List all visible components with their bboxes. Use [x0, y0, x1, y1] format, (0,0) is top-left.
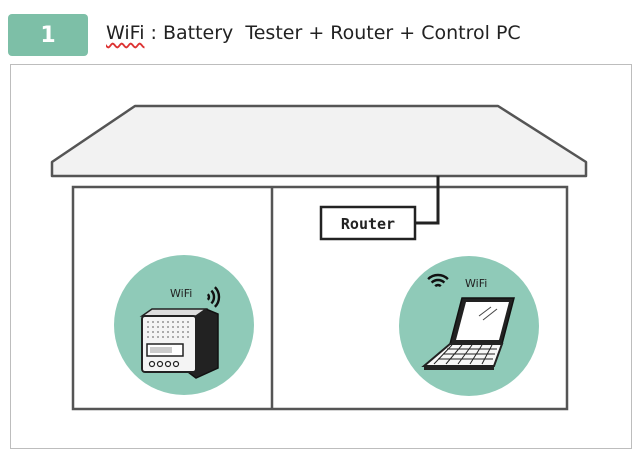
wifi-icon [427, 273, 449, 288]
router-cable [415, 176, 440, 225]
page-title: WiFi : Battery Tester + Router + Control… [106, 22, 521, 44]
title-wifi-word: WiFi [106, 22, 145, 44]
step-badge: 1 [8, 14, 88, 56]
router-label: Router [341, 215, 395, 233]
wifi-icon [206, 286, 221, 308]
house-roof [50, 104, 588, 178]
laptop-icon [421, 297, 515, 370]
diagram-frame [10, 64, 632, 449]
router-box: Router [319, 205, 417, 241]
tester-wifi-label: WiFi [170, 287, 192, 300]
step-number: 1 [40, 22, 56, 48]
battery-tester-icon [139, 308, 219, 379]
pc-wifi-label: WiFi [465, 277, 487, 290]
title-rest: : Battery Tester + Router + Control PC [144, 22, 521, 44]
